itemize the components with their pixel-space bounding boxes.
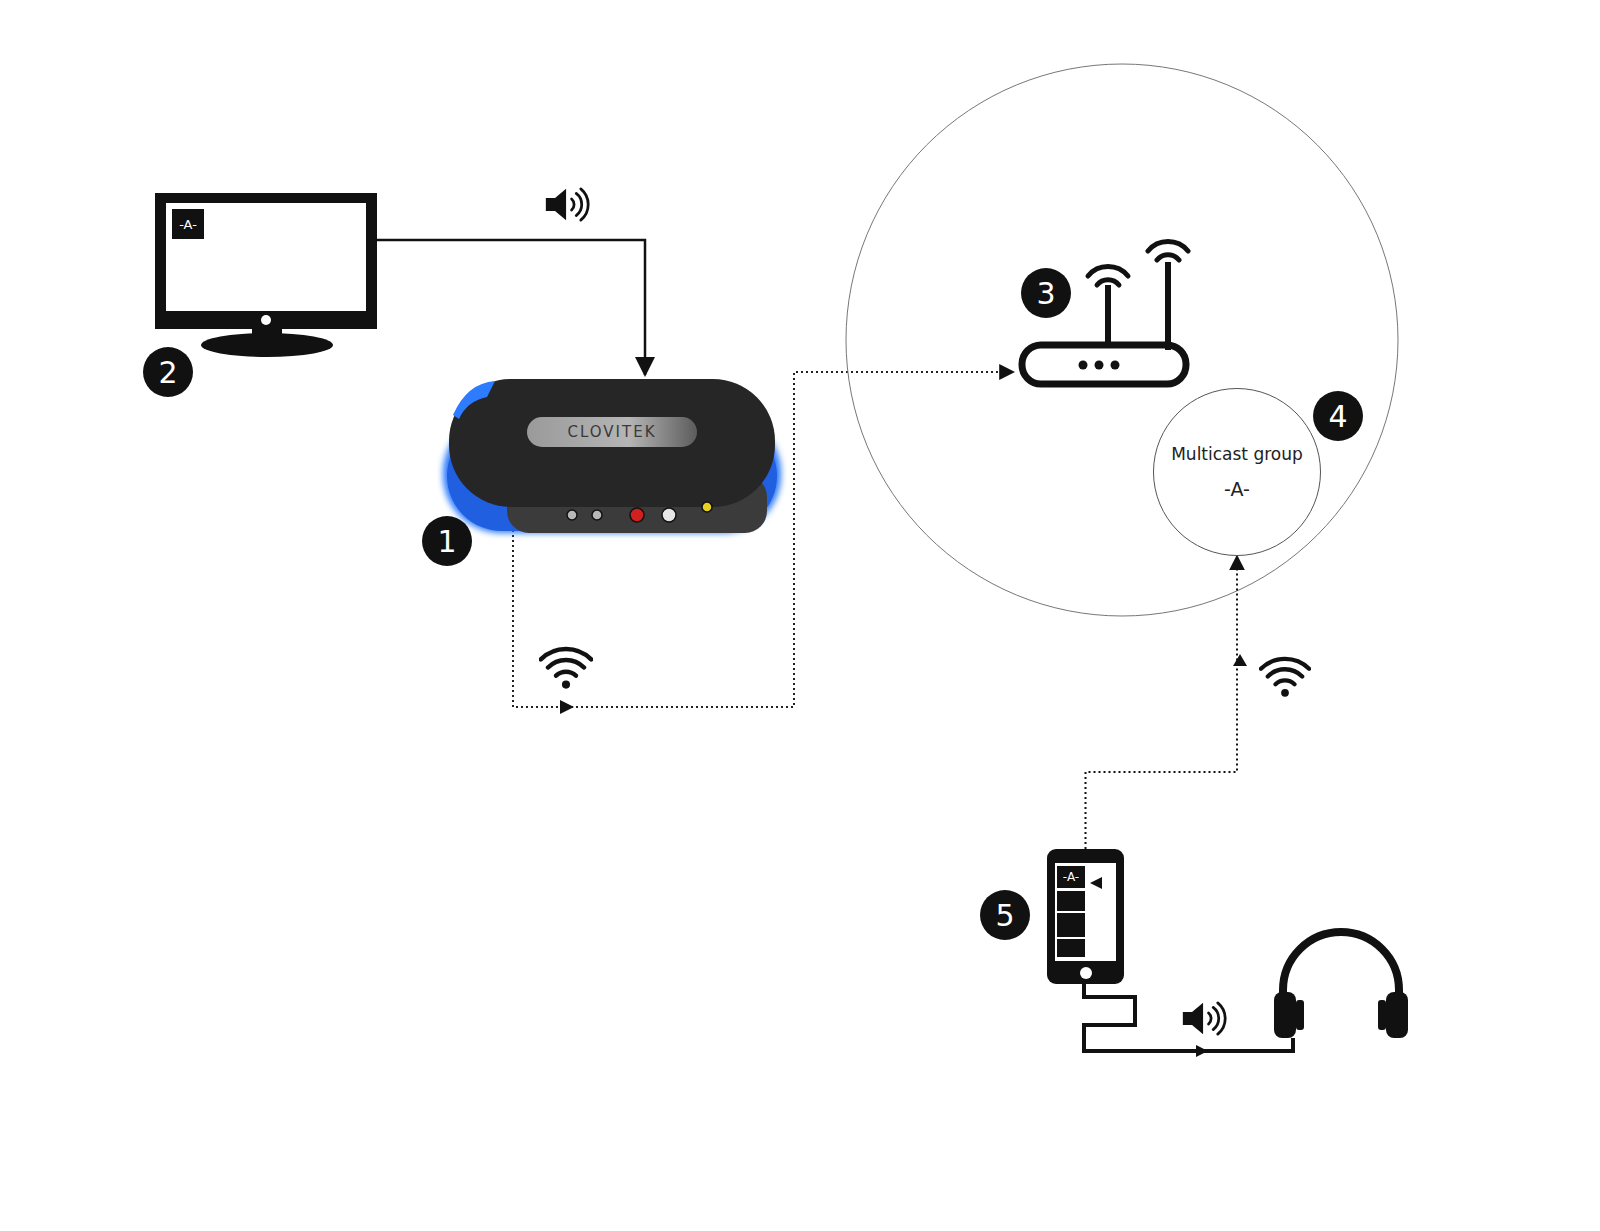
headphones <box>1274 932 1408 1038</box>
flow-arrow <box>1233 654 1247 666</box>
callout-number: 2 <box>143 347 193 397</box>
multicast-circle: Multicast group -A- <box>1153 388 1321 556</box>
channel-tag: -A- <box>1057 866 1085 888</box>
wifi-link <box>1086 556 1238 849</box>
audio-icon <box>546 189 588 220</box>
tv-monitor <box>155 193 377 357</box>
av-port <box>702 502 712 512</box>
audio-cable <box>377 240 645 375</box>
av-port <box>662 508 676 522</box>
router-icon <box>1022 242 1188 384</box>
flow-arrow <box>1196 1045 1208 1057</box>
wifi-icon <box>541 649 591 689</box>
tv-screen: -A- <box>155 193 377 329</box>
brand-logo: CLOVITEK <box>527 417 697 447</box>
callout-number: 5 <box>980 890 1030 940</box>
flow-arrow <box>560 700 574 714</box>
channel-tag: -A- <box>172 209 204 239</box>
av-port <box>630 508 644 522</box>
callout-number: 1 <box>422 516 472 566</box>
wifi-icon <box>1261 659 1309 697</box>
av-port <box>592 510 602 520</box>
smartphone <box>1047 849 1124 984</box>
group-id: -A- <box>1224 478 1250 500</box>
av-port <box>567 510 577 520</box>
media-device: CLOVITEK <box>437 375 787 541</box>
audio-icon <box>1183 1003 1225 1034</box>
blue-tab <box>453 381 495 419</box>
headphone-cable <box>1084 984 1293 1051</box>
phone-screen: -A- <box>1047 849 1124 984</box>
callout-number: 3 <box>1021 268 1071 318</box>
network-boundary <box>846 64 1398 616</box>
device-body <box>437 375 787 541</box>
device-top <box>449 379 775 507</box>
logo-plate <box>527 417 697 447</box>
callout-number: 4 <box>1313 391 1363 441</box>
group-title: Multicast group <box>1171 444 1303 464</box>
